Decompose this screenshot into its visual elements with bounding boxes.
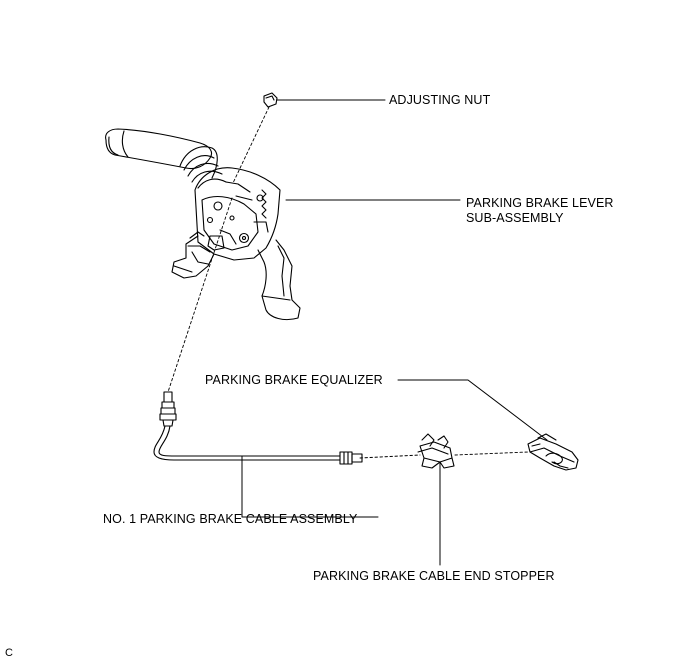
label-parking-brake-equalizer: PARKING BRAKE EQUALIZER bbox=[205, 373, 383, 388]
assembly-axis-lines bbox=[167, 106, 529, 459]
figure-code-text: C bbox=[5, 647, 14, 659]
adjusting-nut-part bbox=[263, 92, 278, 108]
figure-code: C bbox=[5, 647, 13, 659]
leader-lines bbox=[241, 99, 548, 566]
label-stopper-text: PARKING BRAKE CABLE END STOPPER bbox=[313, 569, 555, 583]
label-lever-line2: SUB-ASSEMBLY bbox=[466, 211, 564, 225]
label-equalizer-text: PARKING BRAKE EQUALIZER bbox=[205, 373, 383, 387]
label-adjusting-nut: ADJUSTING NUT bbox=[389, 93, 490, 108]
label-lever-line1: PARKING BRAKE LEVER bbox=[466, 196, 614, 210]
label-adjusting-nut-text: ADJUSTING NUT bbox=[389, 93, 491, 107]
label-parking-brake-lever: PARKING BRAKE LEVER SUB-ASSEMBLY bbox=[466, 196, 614, 226]
label-parking-brake-cable: NO. 1 PARKING BRAKE CABLE ASSEMBLY bbox=[103, 512, 357, 527]
parking-brake-lever-part bbox=[105, 128, 301, 321]
cable-end-stopper-part bbox=[417, 433, 455, 469]
equalizer-part bbox=[527, 433, 579, 471]
label-cable-end-stopper: PARKING BRAKE CABLE END STOPPER bbox=[313, 569, 555, 584]
label-cable-text: NO. 1 PARKING BRAKE CABLE ASSEMBLY bbox=[103, 512, 358, 526]
parking-brake-cable-part bbox=[153, 391, 363, 465]
